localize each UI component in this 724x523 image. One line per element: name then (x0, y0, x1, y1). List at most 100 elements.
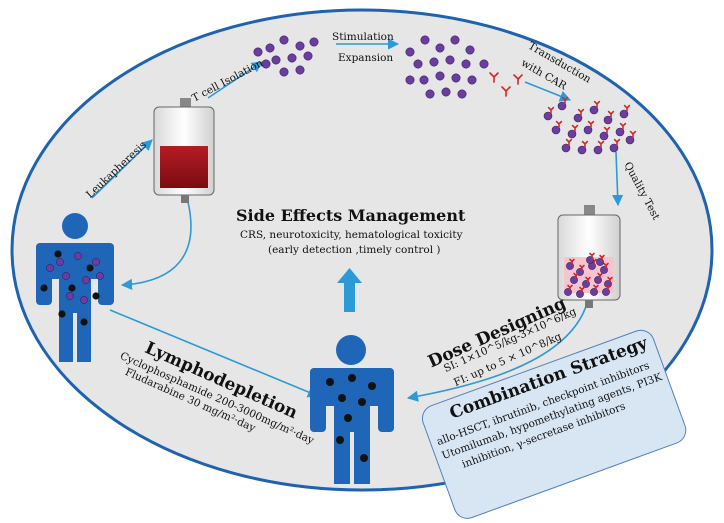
t-cell-icon (62, 272, 70, 280)
t-cell-icon (589, 105, 599, 115)
t-cell-icon (435, 43, 445, 53)
arrow-icon (91, 139, 153, 199)
cell-layer (40, 35, 637, 462)
t-cell-icon (457, 89, 467, 99)
t-cell-icon (46, 264, 54, 272)
t-cell-icon (625, 135, 635, 145)
car-receptor-icon (629, 130, 637, 138)
t-cell-icon (441, 87, 451, 97)
car-receptor-icon (555, 120, 563, 128)
car-receptor-icon (547, 106, 555, 114)
car-receptor-icon (605, 284, 611, 291)
car-receptor-icon (567, 284, 573, 291)
t-cell-icon (419, 75, 429, 85)
t-cell-icon (543, 111, 553, 121)
diagram-artwork (10, 8, 714, 492)
blood-bag-icon (153, 98, 215, 203)
t-cell-icon (445, 55, 455, 65)
t-cell-icon (583, 125, 593, 135)
flow-arrows (91, 38, 624, 402)
t-cell-icon (279, 67, 289, 77)
car-receptor-icon (587, 120, 595, 128)
t-cell-icon (295, 65, 305, 75)
t-cell-icon (551, 125, 561, 135)
t-cell-icon (615, 127, 625, 137)
t-cell-icon (82, 276, 90, 284)
t-cell-icon (599, 131, 609, 141)
t-cell-icon (619, 109, 629, 119)
t-cell-icon (92, 258, 100, 266)
t-cell-icon (450, 35, 460, 45)
diagram-canvas: Leukapheresis T cell Isolation Stimulati… (10, 8, 714, 523)
t-cell-icon (265, 43, 275, 53)
car-receptor-icon (565, 138, 573, 146)
t-cell-icon (425, 89, 435, 99)
t-cell-icon (309, 37, 319, 47)
car-receptor-icon (603, 126, 611, 134)
car-receptor-icon (577, 108, 585, 116)
car-receptor-icon (561, 96, 569, 104)
car-receptor-icon (593, 100, 601, 108)
t-cell-icon (279, 35, 289, 45)
car-receptor-icon (603, 262, 609, 269)
t-cell-icon (603, 115, 613, 125)
arrow-icon (406, 299, 589, 402)
t-cell-icon (405, 75, 415, 85)
car-receptor-icon (597, 140, 605, 148)
car-receptor-icon (607, 110, 615, 118)
car-receptor-icon (589, 252, 595, 259)
t-cell-icon (561, 143, 571, 153)
expansion-label: Expansion (338, 52, 394, 64)
t-cell-icon (287, 53, 297, 63)
t-cell-icon (80, 296, 88, 304)
car-receptor-icon (501, 86, 511, 97)
car-receptor-icon (593, 284, 599, 291)
arrow-icon (109, 309, 320, 398)
arrow-icon (207, 61, 263, 99)
t-cell-icon (593, 145, 603, 155)
t-cell-icon (557, 101, 567, 111)
car-receptor-icon (513, 74, 523, 85)
t-cell-icon (420, 35, 430, 45)
car-receptor-icon (607, 276, 613, 283)
t-cell-icon (577, 145, 587, 155)
stimulation-label: Stimulation (332, 31, 394, 43)
t-cell-icon (609, 143, 619, 153)
car-receptor-icon (579, 286, 585, 293)
t-cell-icon (295, 41, 305, 51)
t-cell-icon (261, 59, 271, 69)
side-effects-line2: (early detection ,timely control ) (268, 244, 441, 256)
car-receptor-icon (599, 254, 605, 261)
car-receptor-icon (571, 124, 579, 132)
car-receptor-icon (585, 276, 591, 283)
car-receptor-icon (597, 272, 603, 279)
t-cell-icon (253, 47, 263, 57)
side-effects-line1: CRS, neurotoxicity, hematological toxici… (240, 229, 463, 241)
t-cell-icon (74, 252, 82, 260)
car-receptor-icon (619, 122, 627, 130)
arrow-icon (612, 151, 624, 207)
car-receptor-icon (569, 258, 575, 265)
t-cell-icon (435, 71, 445, 81)
car-receptor-icon (579, 264, 585, 271)
t-cell-icon (567, 129, 577, 139)
t-cell-icon (573, 113, 583, 123)
person-icon (36, 213, 114, 362)
t-cell-icon (465, 45, 475, 55)
t-cell-icon (451, 73, 461, 83)
car-receptor-icon (581, 140, 589, 148)
t-cell-icon (66, 292, 74, 300)
side-effects-title: Side Effects Management (236, 206, 466, 225)
t-cell-icon (429, 57, 439, 67)
t-cell-icon (467, 75, 477, 85)
t-cell-icon (413, 59, 423, 69)
t-cell-icon (405, 47, 415, 57)
car-receptor-icon (573, 272, 579, 279)
t-cell-icon (271, 55, 281, 65)
car-receptor-icon (489, 72, 499, 83)
car-receptor-icon (623, 104, 631, 112)
t-cell-icon (461, 59, 471, 69)
t-cell-icon (96, 272, 104, 280)
t-cell-icon (303, 51, 313, 61)
t-cell-icon (479, 59, 489, 69)
